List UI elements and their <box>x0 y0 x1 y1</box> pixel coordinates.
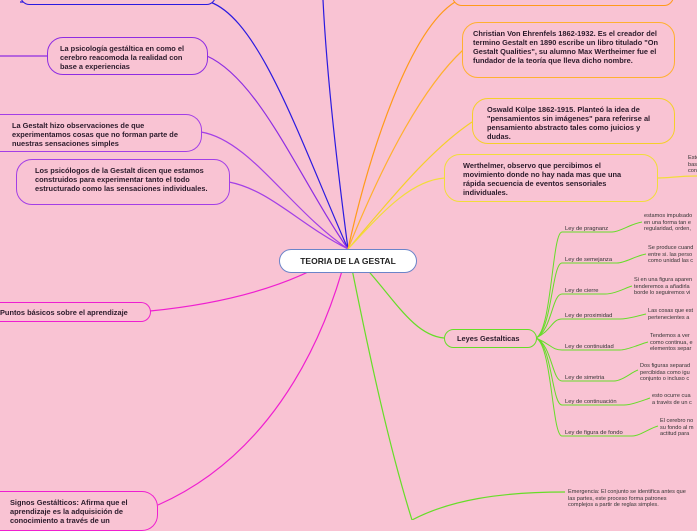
law-description: esto ocurre cua a través de un c <box>652 393 692 406</box>
law-label[interactable]: Ley de continuidad <box>565 344 614 350</box>
link-lower-green <box>347 248 413 520</box>
node-reacomoda[interactable]: La psicología gestáltica en como el cere… <box>47 37 208 75</box>
law-description: estamos impulsado en una forma tan e reg… <box>644 213 693 233</box>
node-ehrenfels[interactable]: Christian Von Ehrenfels 1862-1932. Es el… <box>462 22 675 78</box>
link-psicologos <box>228 181 349 250</box>
link-top-orange <box>347 1 456 250</box>
connector-lines <box>0 0 697 520</box>
partial-node-top-right[interactable] <box>452 0 674 6</box>
link-emergencia <box>411 491 566 520</box>
link-observaciones <box>200 131 349 250</box>
law-label[interactable]: Ley de cierre <box>565 288 599 294</box>
partial-node-top-left[interactable] <box>20 0 216 5</box>
node-kulpe[interactable]: Oswald Külpe 1862-1915. Planteó la idea … <box>472 98 675 144</box>
law-description: Tendemos a ver como continua, e elemento… <box>650 333 693 353</box>
node-wertheimer[interactable]: Werthelmer, observo que percibimos el mo… <box>444 154 658 202</box>
law-label[interactable]: Ley de continuación <box>565 399 617 405</box>
emergencia-leaf: Emergencia: El conjunto se identifica an… <box>568 489 686 509</box>
law-label[interactable]: Ley de pragnanz <box>565 226 609 232</box>
law-description: Las cosas que est pertenecientes a <box>648 308 694 321</box>
law-description: Dos figuras separad percibidas como igu … <box>640 363 691 383</box>
law-label[interactable]: Ley de semejanza <box>565 257 613 263</box>
link-top-left <box>20 1 349 250</box>
wertheimer-leaf: Este bas con <box>688 155 697 175</box>
link-wertheimer-leaf <box>657 175 697 179</box>
link-wertheimer <box>347 177 446 250</box>
link-reacomoda <box>206 55 349 250</box>
node-psicologos[interactable]: Los psicólogos de la Gestalt dicen que e… <box>16 159 230 205</box>
link-kulpe <box>347 121 473 250</box>
laws-branch <box>535 221 659 437</box>
node-signos[interactable]: Signos Gestálticos: Afirma que el aprend… <box>0 491 158 531</box>
law-description: Se produce cuand entre si. las perso com… <box>648 245 694 265</box>
central-topic[interactable]: TEORIA DE LA GESTAL <box>279 249 417 273</box>
law-description: Si en una figura aparen tenderemos a aña… <box>634 277 693 297</box>
link-ehrenfels <box>347 49 464 250</box>
link-top-blue <box>322 0 349 250</box>
node-observaciones[interactable]: La Gestalt hizo observaciones de que exp… <box>0 114 202 152</box>
link-signos <box>157 248 349 506</box>
law-label[interactable]: Ley de proximidad <box>565 313 613 319</box>
law-label[interactable]: Ley de figura de fondo <box>565 430 623 436</box>
law-label[interactable]: Ley de simetria <box>565 375 605 381</box>
node-puntos[interactable]: Puntos básicos sobre el aprendizaje <box>0 302 151 322</box>
law-description: El cerebro no su fondo al m actitud para <box>660 418 694 438</box>
node-leyes[interactable]: Leyes Gestalticas <box>444 329 537 348</box>
